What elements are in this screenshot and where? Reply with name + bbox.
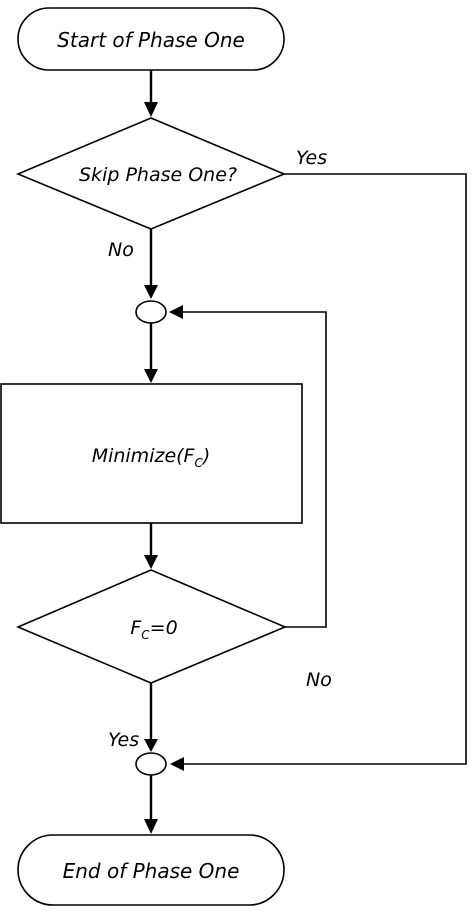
upper-merge-connector: [135, 300, 167, 324]
end-label: End of Phase One: [63, 859, 240, 883]
lower-merge-connector: [135, 752, 167, 776]
skip-decision-label: Skip Phase One?: [79, 164, 237, 186]
arrowhead-loop-into-merge: [169, 305, 183, 319]
skip-no-label: No: [108, 239, 134, 261]
minimize-label: Minimize(FC): [92, 445, 211, 470]
connector-fc-no-loop: [183, 311, 327, 628]
arrowhead-into-upper-merge: [144, 285, 158, 299]
arrowhead-into-check: [144, 555, 158, 569]
arrowhead-skip-yes-into-merge: [170, 757, 184, 771]
arrowhead-into-end: [144, 819, 158, 834]
end-terminator: [17, 834, 285, 906]
fc-check-label: FC=0: [130, 617, 177, 642]
start-label: Start of Phase One: [57, 28, 245, 52]
fc-yes-label: Yes: [108, 729, 139, 751]
connector-skip-yes: [183, 173, 467, 765]
fc-no-label: No: [306, 669, 332, 691]
minimize-process-box: [0, 383, 303, 524]
arrowhead-into-skip: [144, 102, 158, 117]
skip-yes-label: Yes: [296, 147, 327, 169]
arrowhead-into-lower-merge: [144, 739, 158, 752]
arrowhead-into-minimize: [144, 369, 158, 383]
